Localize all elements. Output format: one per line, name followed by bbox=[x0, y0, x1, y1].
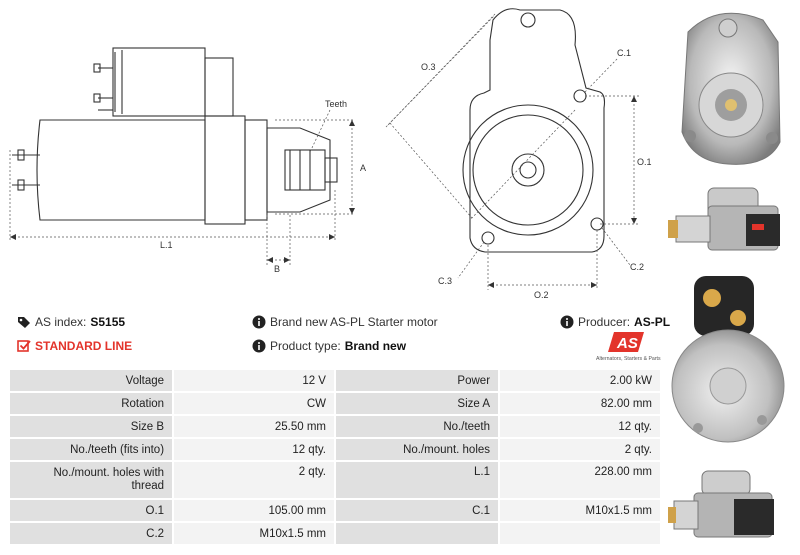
label-dim-o3: O.3 bbox=[421, 62, 436, 72]
info-icon bbox=[252, 315, 266, 329]
spec-value: 105.00 mm bbox=[174, 500, 334, 521]
as-index: AS index: S5155 bbox=[17, 315, 125, 329]
spec-key bbox=[335, 523, 499, 544]
spec-key: No./teeth (fits into) bbox=[10, 439, 173, 460]
info-icon bbox=[560, 315, 574, 329]
brand-info: Brand new AS-PL Starter motor bbox=[252, 315, 438, 329]
logo-mark: AS bbox=[616, 335, 638, 352]
technical-drawing: Teeth A B L.1 O.3 C.1 O.1 C.2 C.3 O bbox=[9, 8, 652, 300]
photo-rear-view bbox=[671, 276, 785, 443]
producer-label: Producer: bbox=[578, 315, 631, 329]
spec-value: 12 qty. bbox=[174, 439, 334, 460]
producer-value: AS-PL bbox=[634, 315, 671, 329]
label-dim-o1: O.1 bbox=[637, 157, 652, 167]
label-dim-l1: L.1 bbox=[160, 240, 173, 250]
spec-value: 12 qty. bbox=[500, 416, 660, 437]
spec-key: Power bbox=[335, 370, 499, 391]
standard-line: STANDARD LINE bbox=[17, 339, 132, 353]
table-row: Voltage 12 V Power 2.00 kW bbox=[10, 370, 660, 391]
product-photos bbox=[668, 0, 800, 555]
spec-key: Size B bbox=[10, 416, 173, 437]
label-dim-c2: C.2 bbox=[630, 262, 644, 272]
product-type-label: Product type: bbox=[270, 339, 341, 353]
product-type-value: Brand new bbox=[344, 339, 407, 353]
product-type: Product type: Brand new bbox=[252, 339, 406, 353]
spec-value bbox=[500, 523, 660, 544]
table-row: Size B 25.50 mm No./teeth 12 qty. bbox=[10, 416, 660, 437]
spec-key: C.1 bbox=[335, 500, 499, 521]
label-teeth: Teeth bbox=[325, 99, 347, 109]
photo-top-view bbox=[668, 470, 774, 538]
table-row: C.2 M10x1.5 mm bbox=[10, 523, 660, 544]
spec-value: 228.00 mm bbox=[500, 462, 660, 498]
producer-info: Producer: AS-PL bbox=[560, 315, 670, 329]
specs-table: Voltage 12 V Power 2.00 kW Rotation CW S… bbox=[8, 368, 662, 546]
solenoid-outline bbox=[112, 47, 206, 117]
spec-key: L.1 bbox=[335, 462, 499, 498]
table-row: No./teeth (fits into) 12 qty. No./mount.… bbox=[10, 439, 660, 460]
spec-key: C.2 bbox=[10, 523, 173, 544]
spec-value: CW bbox=[174, 393, 334, 414]
brand-text: Brand new AS-PL Starter motor bbox=[270, 315, 438, 329]
spec-value: 82.00 mm bbox=[500, 393, 660, 414]
as-index-label: AS index: bbox=[35, 315, 87, 329]
spec-key: Size A bbox=[335, 393, 499, 414]
spec-key: No./teeth bbox=[335, 416, 499, 437]
logo-tagline: Alternators, Starters & Parts bbox=[596, 356, 661, 362]
table-row: Rotation CW Size A 82.00 mm bbox=[10, 393, 660, 414]
spec-value: 25.50 mm bbox=[174, 416, 334, 437]
as-pl-logo: AS Alternators, Starters & Parts bbox=[596, 332, 661, 362]
standard-line-label: STANDARD LINE bbox=[35, 339, 133, 353]
label-dim-c1: C.1 bbox=[617, 48, 631, 58]
as-index-value: S5155 bbox=[90, 315, 126, 329]
label-dim-b: B bbox=[274, 264, 280, 274]
spec-key: Rotation bbox=[10, 393, 173, 414]
spec-value: 12 V bbox=[174, 370, 334, 391]
spec-key: O.1 bbox=[10, 500, 173, 521]
info-icon bbox=[252, 339, 266, 353]
spec-key: No./mount. holes bbox=[335, 439, 499, 460]
label-dim-o2: O.2 bbox=[534, 290, 549, 300]
table-row: No./mount. holes with thread 2 qty. L.1 … bbox=[10, 462, 660, 498]
flange-outline bbox=[469, 8, 606, 253]
label-dim-a: A bbox=[360, 163, 366, 173]
spec-value: M10x1.5 mm bbox=[500, 500, 660, 521]
spec-value: M10x1.5 mm bbox=[174, 523, 334, 544]
spec-value: 2 qty. bbox=[500, 439, 660, 460]
spec-value: 2 qty. bbox=[174, 462, 334, 498]
spec-value: 2.00 kW bbox=[500, 370, 660, 391]
photo-front-view bbox=[681, 12, 781, 165]
table-row: O.1 105.00 mm C.1 M10x1.5 mm bbox=[10, 500, 660, 521]
photo-side-view bbox=[668, 187, 780, 251]
spec-key: No./mount. holes with thread bbox=[10, 462, 173, 498]
label-dim-c3: C.3 bbox=[438, 276, 452, 286]
motor-body-outline bbox=[36, 119, 206, 221]
check-square-icon bbox=[17, 340, 31, 352]
spec-key: Voltage bbox=[10, 370, 173, 391]
tag-icon bbox=[18, 317, 30, 328]
